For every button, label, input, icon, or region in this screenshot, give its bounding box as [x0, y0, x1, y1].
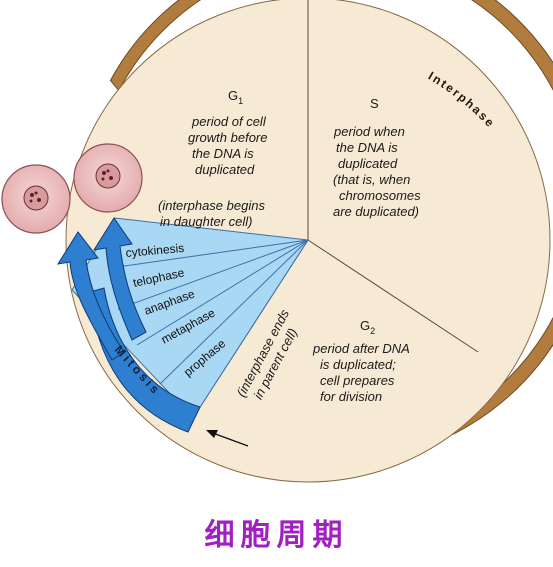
interphase-ring [109, 0, 553, 463]
daughter-cell-left [1, 164, 71, 234]
mitosis-arrow-left [56, 231, 125, 361]
daughter-cell-right [73, 143, 143, 213]
mitosis-phase-dividers [109, 239, 309, 385]
mitosis-fan [71, 217, 309, 419]
g1-title: G1 [228, 88, 243, 106]
mitosis-arrow-right [92, 217, 147, 341]
s-g2-divider [307, 239, 479, 353]
phase-cytokinesis: cytokinesis [125, 241, 185, 260]
s-description: period when the DNA is duplicated (that … [333, 124, 424, 219]
g2-description: period after DNA is duplicated; cell pre… [312, 341, 413, 404]
g2-title: G2 [360, 318, 375, 336]
g1-description: period of cell growth before the DNA is … [188, 114, 271, 177]
g1-note: (interphase begins in daughter cell) [158, 198, 269, 229]
s-title: S [370, 96, 379, 111]
cycle-direction-arrow [206, 430, 249, 447]
caption-title: 细胞周期 [204, 518, 349, 553]
